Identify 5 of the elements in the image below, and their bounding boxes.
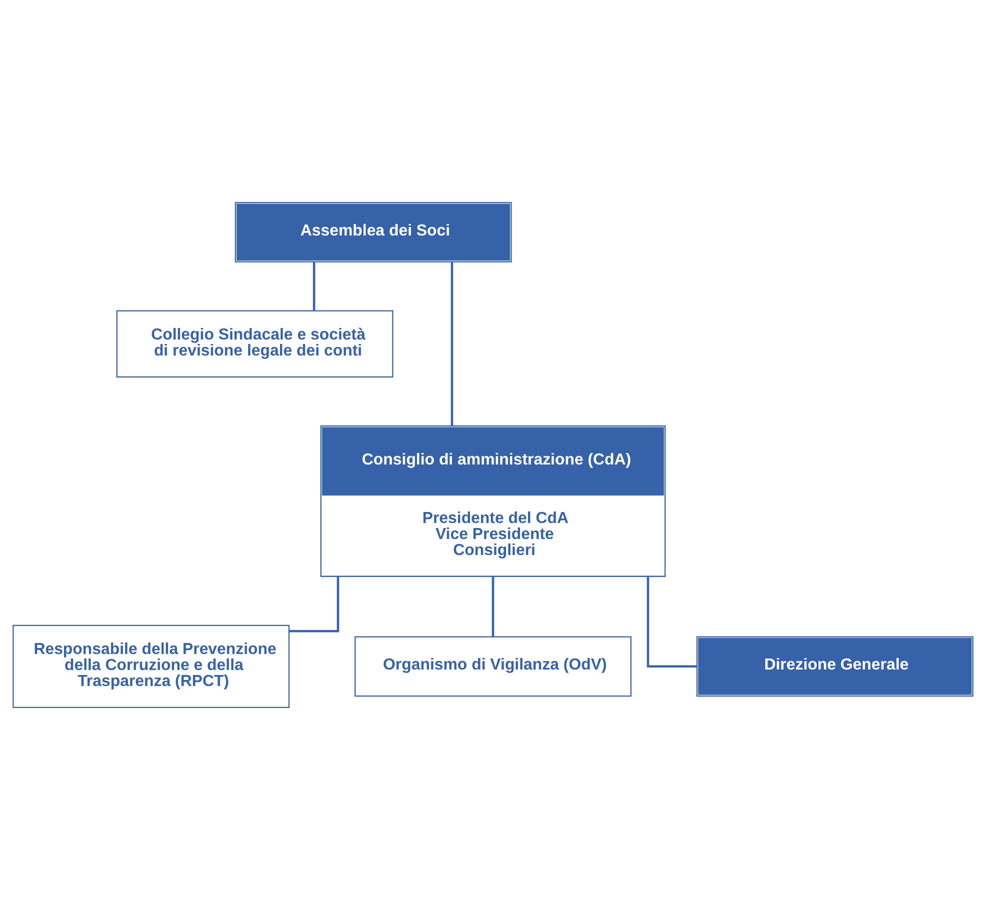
connector [450, 262, 454, 426]
connector [312, 261, 316, 310]
connector [646, 576, 697, 668]
connector [492, 576, 494, 636]
connector [289, 576, 340, 632]
